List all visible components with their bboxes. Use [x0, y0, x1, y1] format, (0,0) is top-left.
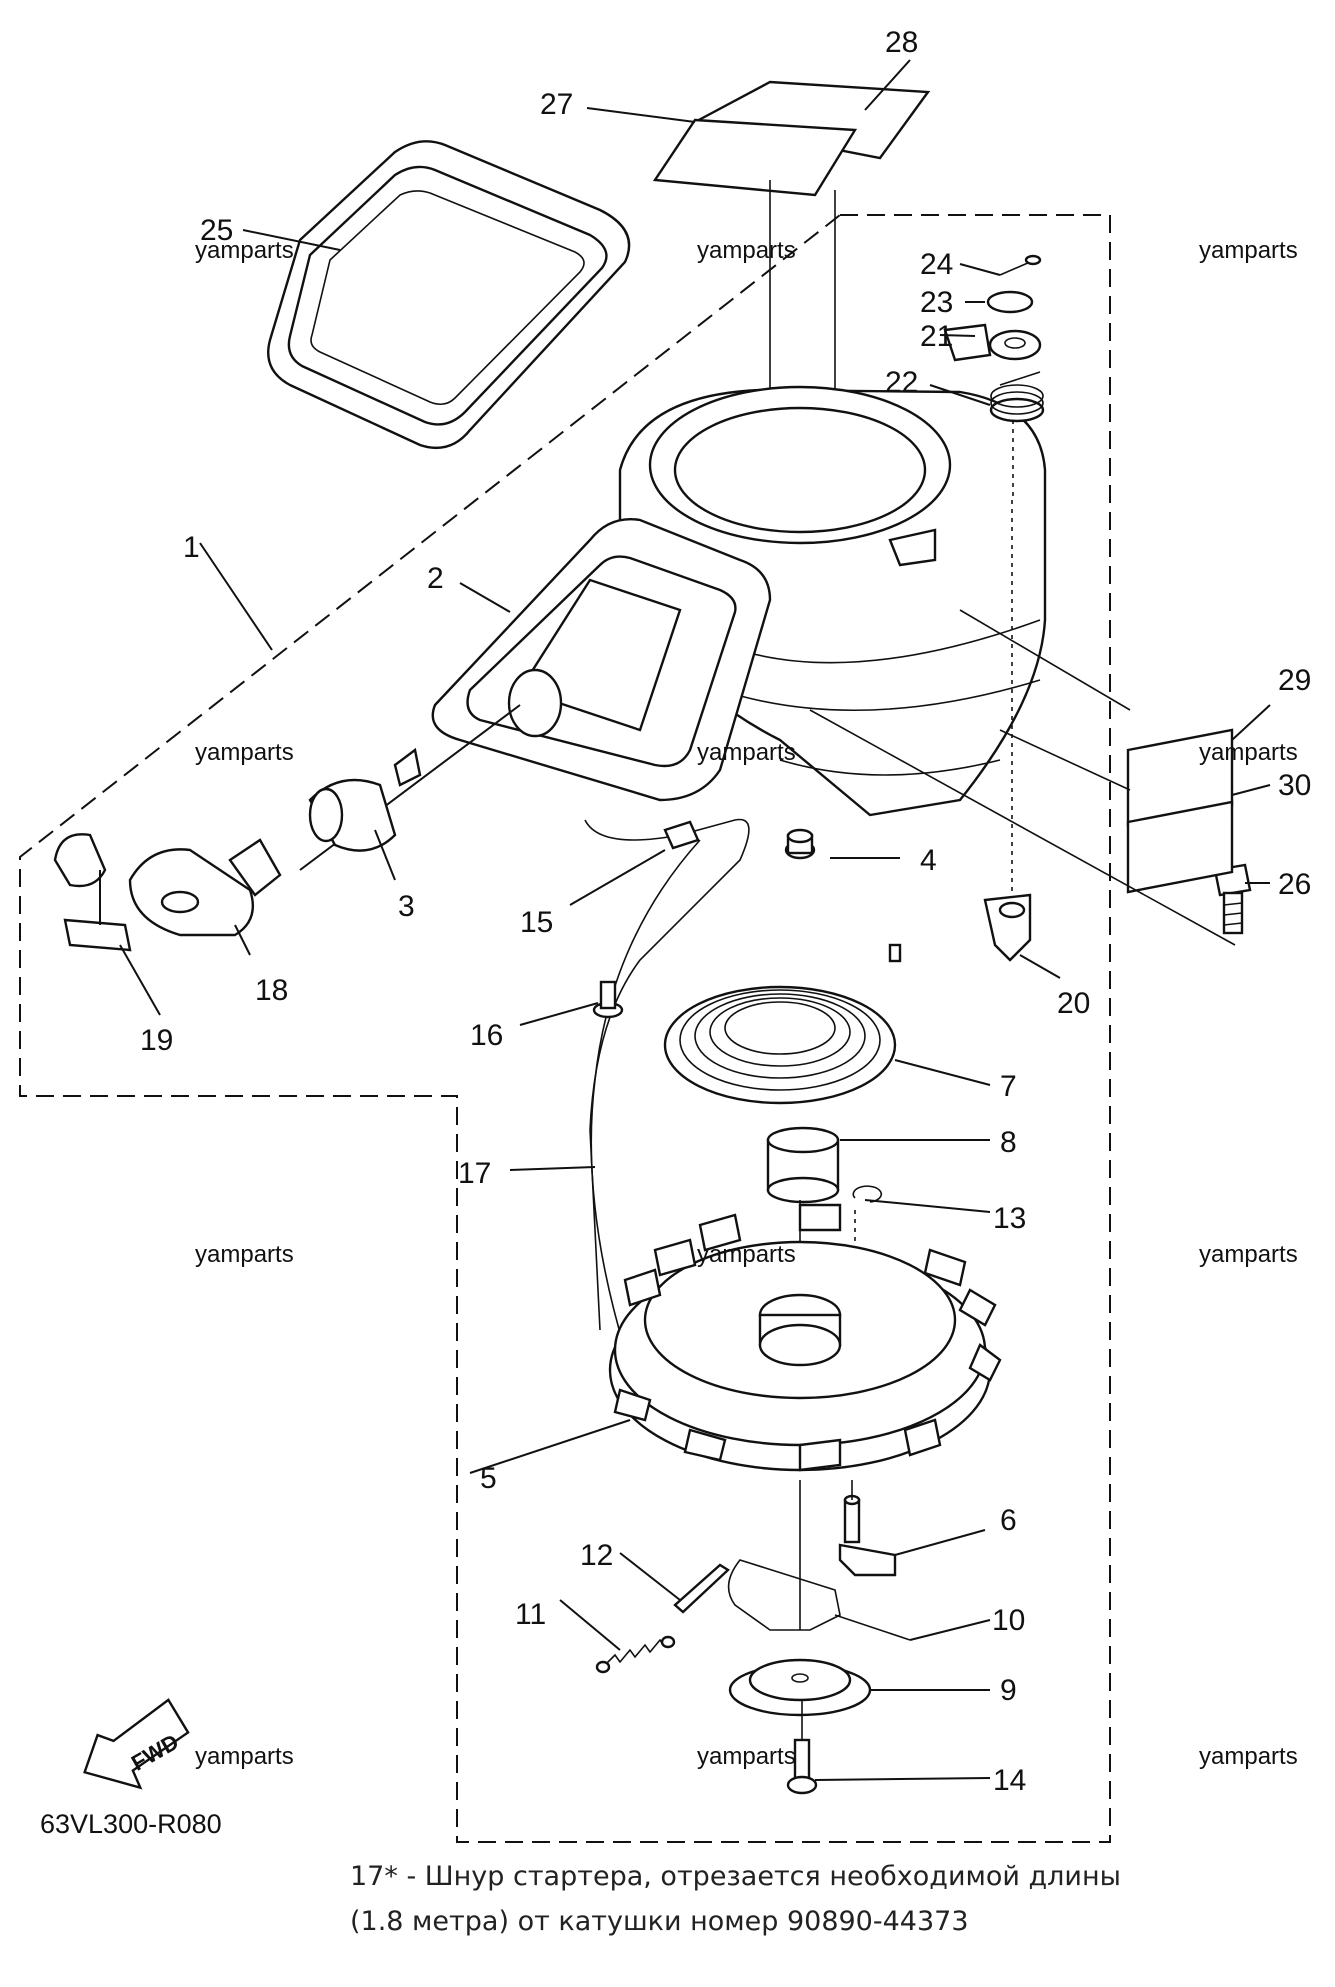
part-20-stopper: [983, 893, 1032, 962]
part-15-connector: [663, 820, 700, 850]
assembly-boundary: [19, 214, 1111, 1843]
watermark: yamparts: [1199, 1241, 1298, 1268]
fwd-arrow: FWD: [83, 1698, 190, 1790]
part-8-bushing: [766, 1126, 840, 1204]
part-19-clip: [53, 833, 132, 952]
callout-24: 24: [920, 248, 953, 281]
part-12-pin: [673, 1563, 730, 1614]
part-22-spring: [989, 371, 1045, 423]
watermark: yamparts: [697, 237, 796, 264]
watermark: yamparts: [1199, 1743, 1298, 1770]
watermark: yamparts: [195, 237, 294, 264]
leader-lines: [119, 59, 1271, 1781]
part-10-plate: [727, 1559, 841, 1631]
callout-12: 12: [580, 1539, 613, 1572]
callout-7: 7: [1000, 1070, 1017, 1103]
callout-2: 2: [427, 562, 444, 595]
part-27-28-decals: [652, 80, 931, 197]
callout-4: 4: [920, 844, 937, 877]
callout-13: 13: [993, 1202, 1026, 1235]
part-25-seal: [267, 140, 631, 450]
watermarks: yamparts yamparts yamparts yamparts yamp…: [195, 237, 1298, 1770]
callout-28: 28: [885, 26, 918, 59]
part-18-handle: [128, 838, 282, 937]
callout-8: 8: [1000, 1126, 1017, 1159]
watermark: yamparts: [1199, 237, 1298, 264]
callouts: 1 2 3 4 5 6 7 8 9 10 11 12 13 14 15 16 1…: [140, 26, 1311, 1797]
callout-3: 3: [398, 890, 415, 923]
footnote-line-1: 17* - Шнур стартера, отрезается необходи…: [350, 1861, 1121, 1892]
callout-15: 15: [520, 906, 553, 939]
watermark: yamparts: [697, 1743, 796, 1770]
part-4-collar: [784, 828, 816, 860]
callout-10: 10: [992, 1604, 1025, 1637]
callout-22: 22: [885, 366, 918, 399]
footnote-line-2: (1.8 метра) от катушки номер 90890-44373: [350, 1906, 969, 1937]
part-11-spring: [595, 1635, 676, 1674]
part-9-cover: [728, 1658, 872, 1717]
callout-23: 23: [920, 286, 953, 319]
callout-21: 21: [920, 320, 953, 353]
watermark: yamparts: [697, 739, 796, 766]
part-21-clip: [943, 323, 1042, 362]
callout-14: 14: [993, 1764, 1026, 1797]
part-24-pin: [999, 254, 1042, 276]
callout-26: 26: [1278, 868, 1311, 901]
callout-27: 27: [540, 88, 573, 121]
part-3-rope-cover: [299, 704, 521, 871]
callout-30: 30: [1278, 769, 1311, 802]
callout-29: 29: [1278, 664, 1311, 697]
callout-17: 17: [458, 1157, 491, 1190]
callout-5: 5: [480, 1462, 497, 1495]
callout-9: 9: [1000, 1674, 1017, 1707]
part-13-circlip: [852, 1185, 883, 1203]
callout-20: 20: [1057, 987, 1090, 1020]
part-7-spiral-spring: [663, 943, 902, 1105]
callout-25: 25: [200, 214, 233, 247]
part-16-bolt: [592, 980, 624, 1019]
callout-16: 16: [470, 1019, 503, 1052]
callout-11: 11: [515, 1598, 546, 1631]
part-23-washer: [986, 290, 1034, 314]
watermark: yamparts: [1199, 739, 1298, 766]
callout-18: 18: [255, 974, 288, 1007]
part-30-decal: [1126, 800, 1234, 894]
watermark: yamparts: [697, 1241, 796, 1268]
part-2-handle-guide: [431, 518, 772, 802]
part-6-pawl: [838, 1494, 897, 1577]
watermark: yamparts: [195, 739, 294, 766]
callout-6: 6: [1000, 1504, 1017, 1537]
part-17-starter-rope: [590, 839, 701, 1351]
watermark: yamparts: [195, 1743, 294, 1770]
diagram-code: 63VL300-R080: [40, 1809, 222, 1839]
part-5-pulley: [608, 1203, 1002, 1472]
callout-1: 1: [183, 531, 200, 564]
callout-19: 19: [140, 1024, 173, 1057]
watermark: yamparts: [195, 1241, 294, 1268]
